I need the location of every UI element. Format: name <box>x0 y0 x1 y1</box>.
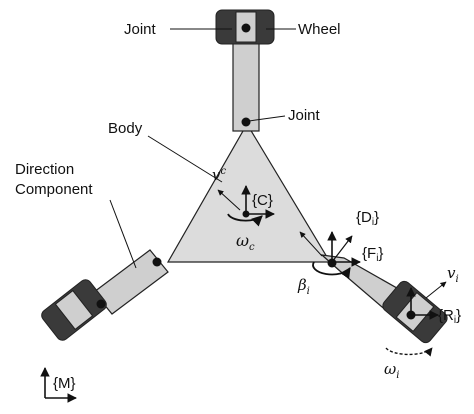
beta-i-arrow <box>312 261 351 280</box>
leader-direction <box>109 199 137 269</box>
label-frame-r: {Ri} <box>438 307 461 326</box>
label-v-c: vc <box>212 166 226 184</box>
label-joint-top: Joint <box>124 21 157 38</box>
label-frame-f: {Fi} <box>362 245 383 264</box>
frame-m-axes <box>40 367 77 403</box>
v-c-body-arrow <box>299 231 323 257</box>
arm-left <box>41 249 169 341</box>
leader-joint-mid <box>248 115 286 122</box>
frame-c-axes <box>241 185 275 219</box>
wheel-left-hub <box>54 289 94 331</box>
label-frame-m: {M} <box>53 375 76 392</box>
joint-top-wheel <box>241 23 251 33</box>
joint-top-body <box>241 117 251 127</box>
wheel-right-hub <box>395 291 435 333</box>
v-c-arrow <box>217 189 241 211</box>
frame-r-axes <box>406 287 439 320</box>
label-frame-d: {Di} <box>356 209 379 228</box>
joint-left-wheel <box>96 299 106 309</box>
label-omega-i: ωi <box>384 360 399 381</box>
leader-body <box>147 135 223 183</box>
label-component: Component <box>15 181 93 198</box>
label-body: Body <box>108 120 143 137</box>
v-i-arrow <box>425 281 447 299</box>
label-wheel: Wheel <box>298 21 341 38</box>
label-v-i: vi <box>447 264 459 285</box>
label-beta-i: βi <box>297 276 310 297</box>
label-direction: Direction <box>15 161 74 178</box>
omega-i-arrow <box>385 347 433 357</box>
joint-right-body <box>327 258 337 268</box>
label-joint-mid: Joint <box>288 107 321 124</box>
arm-right <box>320 254 448 344</box>
frame-f-axes <box>327 231 361 267</box>
label-omega-c: ωc <box>236 231 255 253</box>
joint-left-body <box>152 257 162 267</box>
omega-c-arrow <box>227 213 263 227</box>
label-frame-c: {C} <box>252 192 273 209</box>
